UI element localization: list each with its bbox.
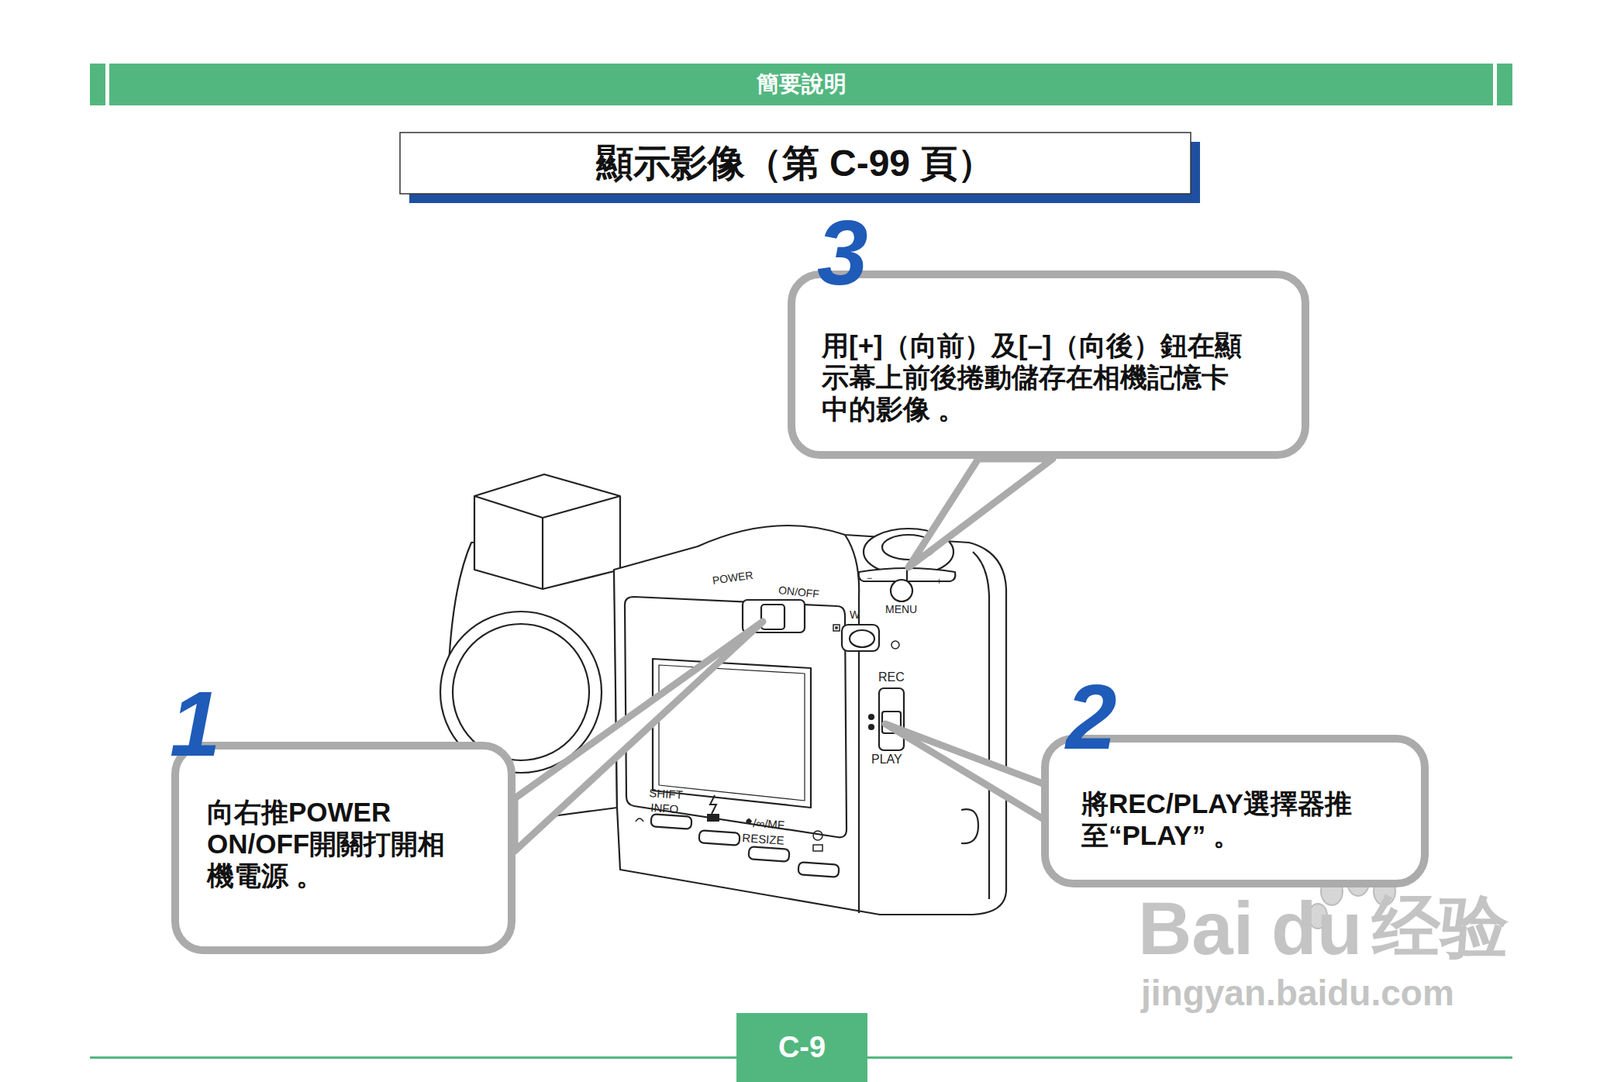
power-switch-knob <box>761 604 785 630</box>
viewfinder-block <box>474 474 621 590</box>
zoom-lever <box>841 624 880 652</box>
flash-button <box>699 830 741 846</box>
flash-icon <box>710 795 717 814</box>
callout-bubble: 3用[+]（向前）及[–]（向後）鈕在顯 示幕上前後捲動儲存在相機記憶卡 中的影… <box>787 270 1310 459</box>
thumbnail-icon <box>833 624 840 632</box>
callout-text: 向右推POWER ON/OFF開關打開相 機電源 。 <box>206 796 493 892</box>
resize-button <box>748 846 790 863</box>
callout-tail <box>514 621 763 852</box>
header-band: 簡要說明 <box>109 63 1494 106</box>
callout-text: 將REC/PLAY選擇器推 至“PLAY” 。 <box>1081 787 1406 852</box>
body-edge <box>844 534 859 914</box>
page-number: C-9 <box>778 1031 826 1065</box>
callout-bubble: 1向右推POWER ON/OFF開關打開相 機電源 。 <box>171 741 516 955</box>
zoom-icon <box>891 641 900 649</box>
zoom-label: W <box>849 609 860 621</box>
button-label: INFO <box>650 801 680 815</box>
section-header: 簡要說明 <box>756 68 847 100</box>
speaker-icon <box>635 818 644 822</box>
indicator-dot <box>868 714 874 720</box>
zoom-knob <box>849 630 875 648</box>
timer-button <box>798 862 840 878</box>
callout-number: 1 <box>169 678 221 770</box>
callout-bubble: 2將REC/PLAY選擇器推 至“PLAY” 。 <box>1041 734 1429 888</box>
callout-text: 用[+]（向前）及[–]（向後）鈕在顯 示幕上前後捲動儲存在相機記憶卡 中的影像… <box>821 329 1287 425</box>
watermark: 经验 <box>1372 893 1509 962</box>
lens <box>452 624 590 761</box>
timer-icon <box>813 831 823 841</box>
switch-label: PLAY <box>871 753 903 766</box>
viewfinder-edge <box>541 517 544 590</box>
strap-lug <box>961 809 979 844</box>
indicator-dot <box>868 724 874 730</box>
watermark-url: jingyan.baidu.com <box>1141 975 1455 1011</box>
folder-icon <box>706 813 720 822</box>
diagram-title: 顯示影像（第 C-99 頁） <box>596 144 996 183</box>
watermark: du <box>1271 891 1363 966</box>
macro-icon <box>745 818 752 825</box>
watermark: Bai <box>1137 891 1254 966</box>
button-label: RESIZE <box>741 831 785 847</box>
shift-button <box>651 813 693 830</box>
header-band-end <box>1496 63 1513 106</box>
button-label: − <box>866 573 873 583</box>
title-box <box>400 132 1191 194</box>
rec-play-switch <box>879 688 904 751</box>
page-number-box: C-9 <box>736 1013 868 1082</box>
viewfinder-edge <box>474 496 621 518</box>
callout-tail <box>908 458 1053 568</box>
body-edge <box>972 551 990 900</box>
button-label: MENU <box>885 603 918 615</box>
menu-button <box>890 579 913 602</box>
button-label: /∞/MF <box>752 817 786 832</box>
button-label: SHIFT <box>648 786 683 801</box>
callout-number: 3 <box>817 206 869 299</box>
header-band-end <box>89 63 106 106</box>
camera-body <box>613 525 1007 915</box>
button-label: + <box>936 576 942 587</box>
switch-label: REC <box>878 671 905 684</box>
callout-number: 2 <box>1065 671 1118 763</box>
callout-tail <box>885 724 1045 821</box>
trash-icon <box>813 844 823 852</box>
